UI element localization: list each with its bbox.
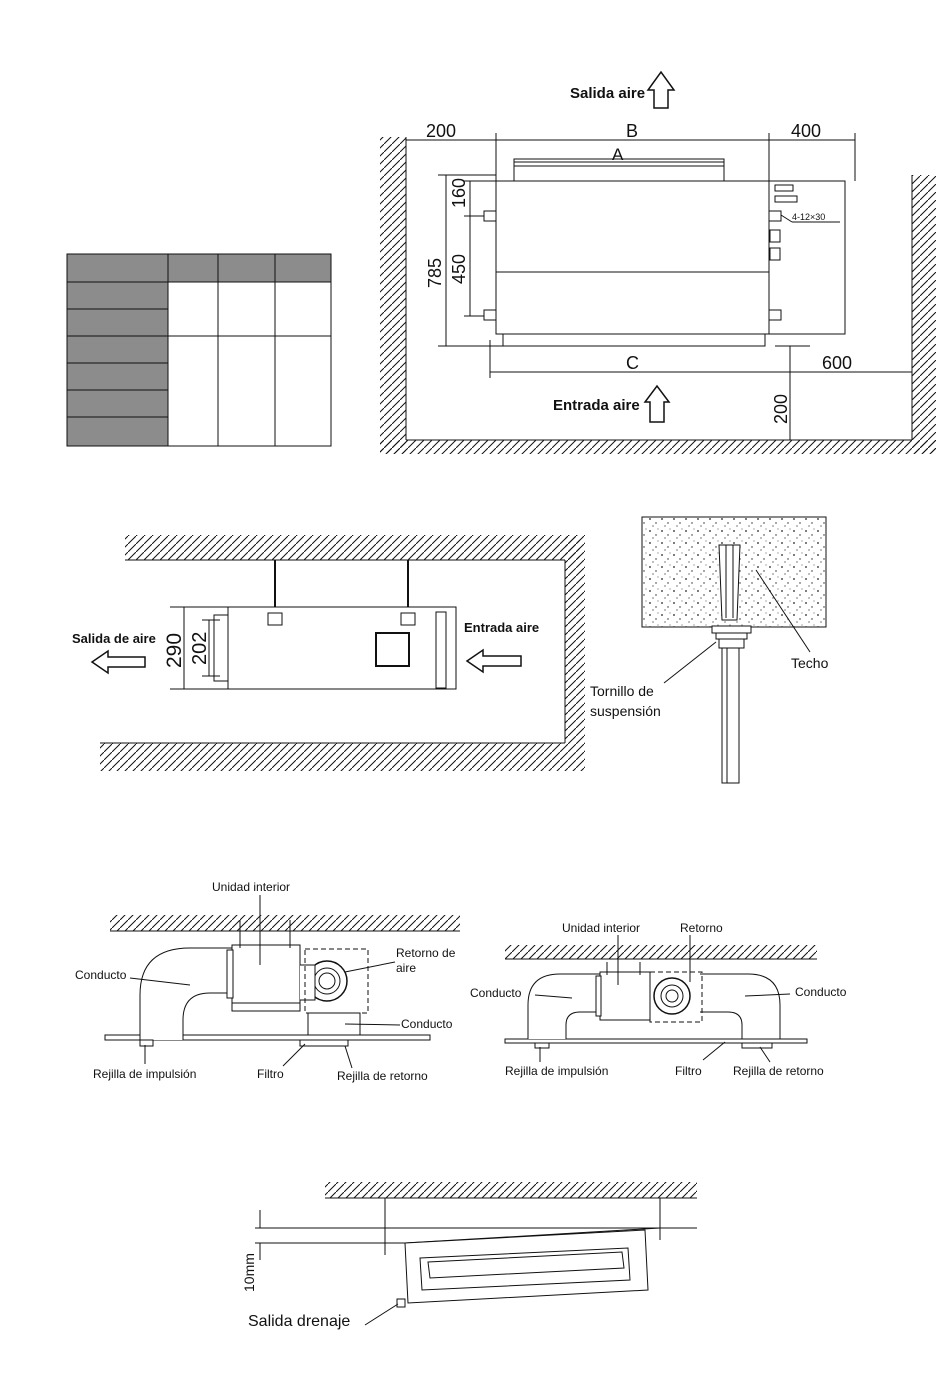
dim-450: 450 xyxy=(449,254,469,284)
dim-202: 202 xyxy=(189,632,211,665)
return-grille-label-2: Rejilla de retorno xyxy=(733,1064,824,1078)
duct-installation-left: Unidad interior Retorno de aire Conducto… xyxy=(75,880,460,1083)
drain-outlet-label: Salida drenaje xyxy=(248,1313,350,1330)
dim-right-400: 400 xyxy=(791,121,821,141)
air-inlet-label: Entrada aire xyxy=(553,397,640,414)
supply-grille-label: Rejilla de impulsión xyxy=(93,1067,196,1081)
return-grille-label: Rejilla de retorno xyxy=(337,1069,428,1083)
duct-label-left-2: Conducto xyxy=(470,986,522,1000)
bolt-label-line1: Tornillo de xyxy=(590,683,654,699)
duct-label-right: Conducto xyxy=(401,1017,453,1031)
return-air-label-2: aire xyxy=(396,961,416,975)
duct-installation-right: Unidad interior Retorno Conducto Conduct… xyxy=(470,921,847,1078)
dim-160: 160 xyxy=(449,178,469,208)
air-outlet-label: Salida aire xyxy=(570,85,645,102)
supply-grille-label-2: Rejilla de impulsión xyxy=(505,1064,608,1078)
duct-label-right-2: Conducto xyxy=(795,985,847,999)
dim-left-200: 200 xyxy=(426,121,456,141)
dimension-table xyxy=(66,253,332,447)
side-air-inlet-label: Entrada aire xyxy=(464,620,539,635)
dim-bottom-200: 200 xyxy=(771,394,791,424)
side-air-outlet-label: Salida de aire xyxy=(72,631,156,646)
dim-785: 785 xyxy=(425,258,445,288)
bolt-label-line2: suspensión xyxy=(590,703,661,719)
filter-label: Filtro xyxy=(257,1067,284,1081)
drain-slope-detail: 10mm Salida drenaje xyxy=(241,1182,697,1330)
duct-label-left: Conducto xyxy=(75,968,127,982)
indoor-unit-label-2: Unidad interior xyxy=(562,921,640,935)
dim-600: 600 xyxy=(822,353,852,373)
dim-B: B xyxy=(626,121,638,141)
dim-C: C xyxy=(626,353,639,373)
ceiling-anchor-detail: Techo Tornillo de suspensión xyxy=(590,516,829,784)
indoor-unit-label: Unidad interior xyxy=(212,880,290,894)
return-air-label-1: Retorno de xyxy=(396,946,456,960)
bolt-spec: 4-12×30 xyxy=(792,212,825,222)
plan-view-installation: Salida aire Entrada aire 200 B 400 A C 6… xyxy=(380,70,936,454)
dim-10mm: 10mm xyxy=(241,1253,257,1292)
filter-label-2: Filtro xyxy=(675,1064,702,1078)
dim-290: 290 xyxy=(163,633,186,668)
return-label-2: Retorno xyxy=(680,921,723,935)
ceiling-label: Techo xyxy=(791,655,829,671)
dim-A: A xyxy=(612,145,624,164)
side-view-ceiling: Salida de aire Entrada aire 290 202 xyxy=(72,535,585,771)
